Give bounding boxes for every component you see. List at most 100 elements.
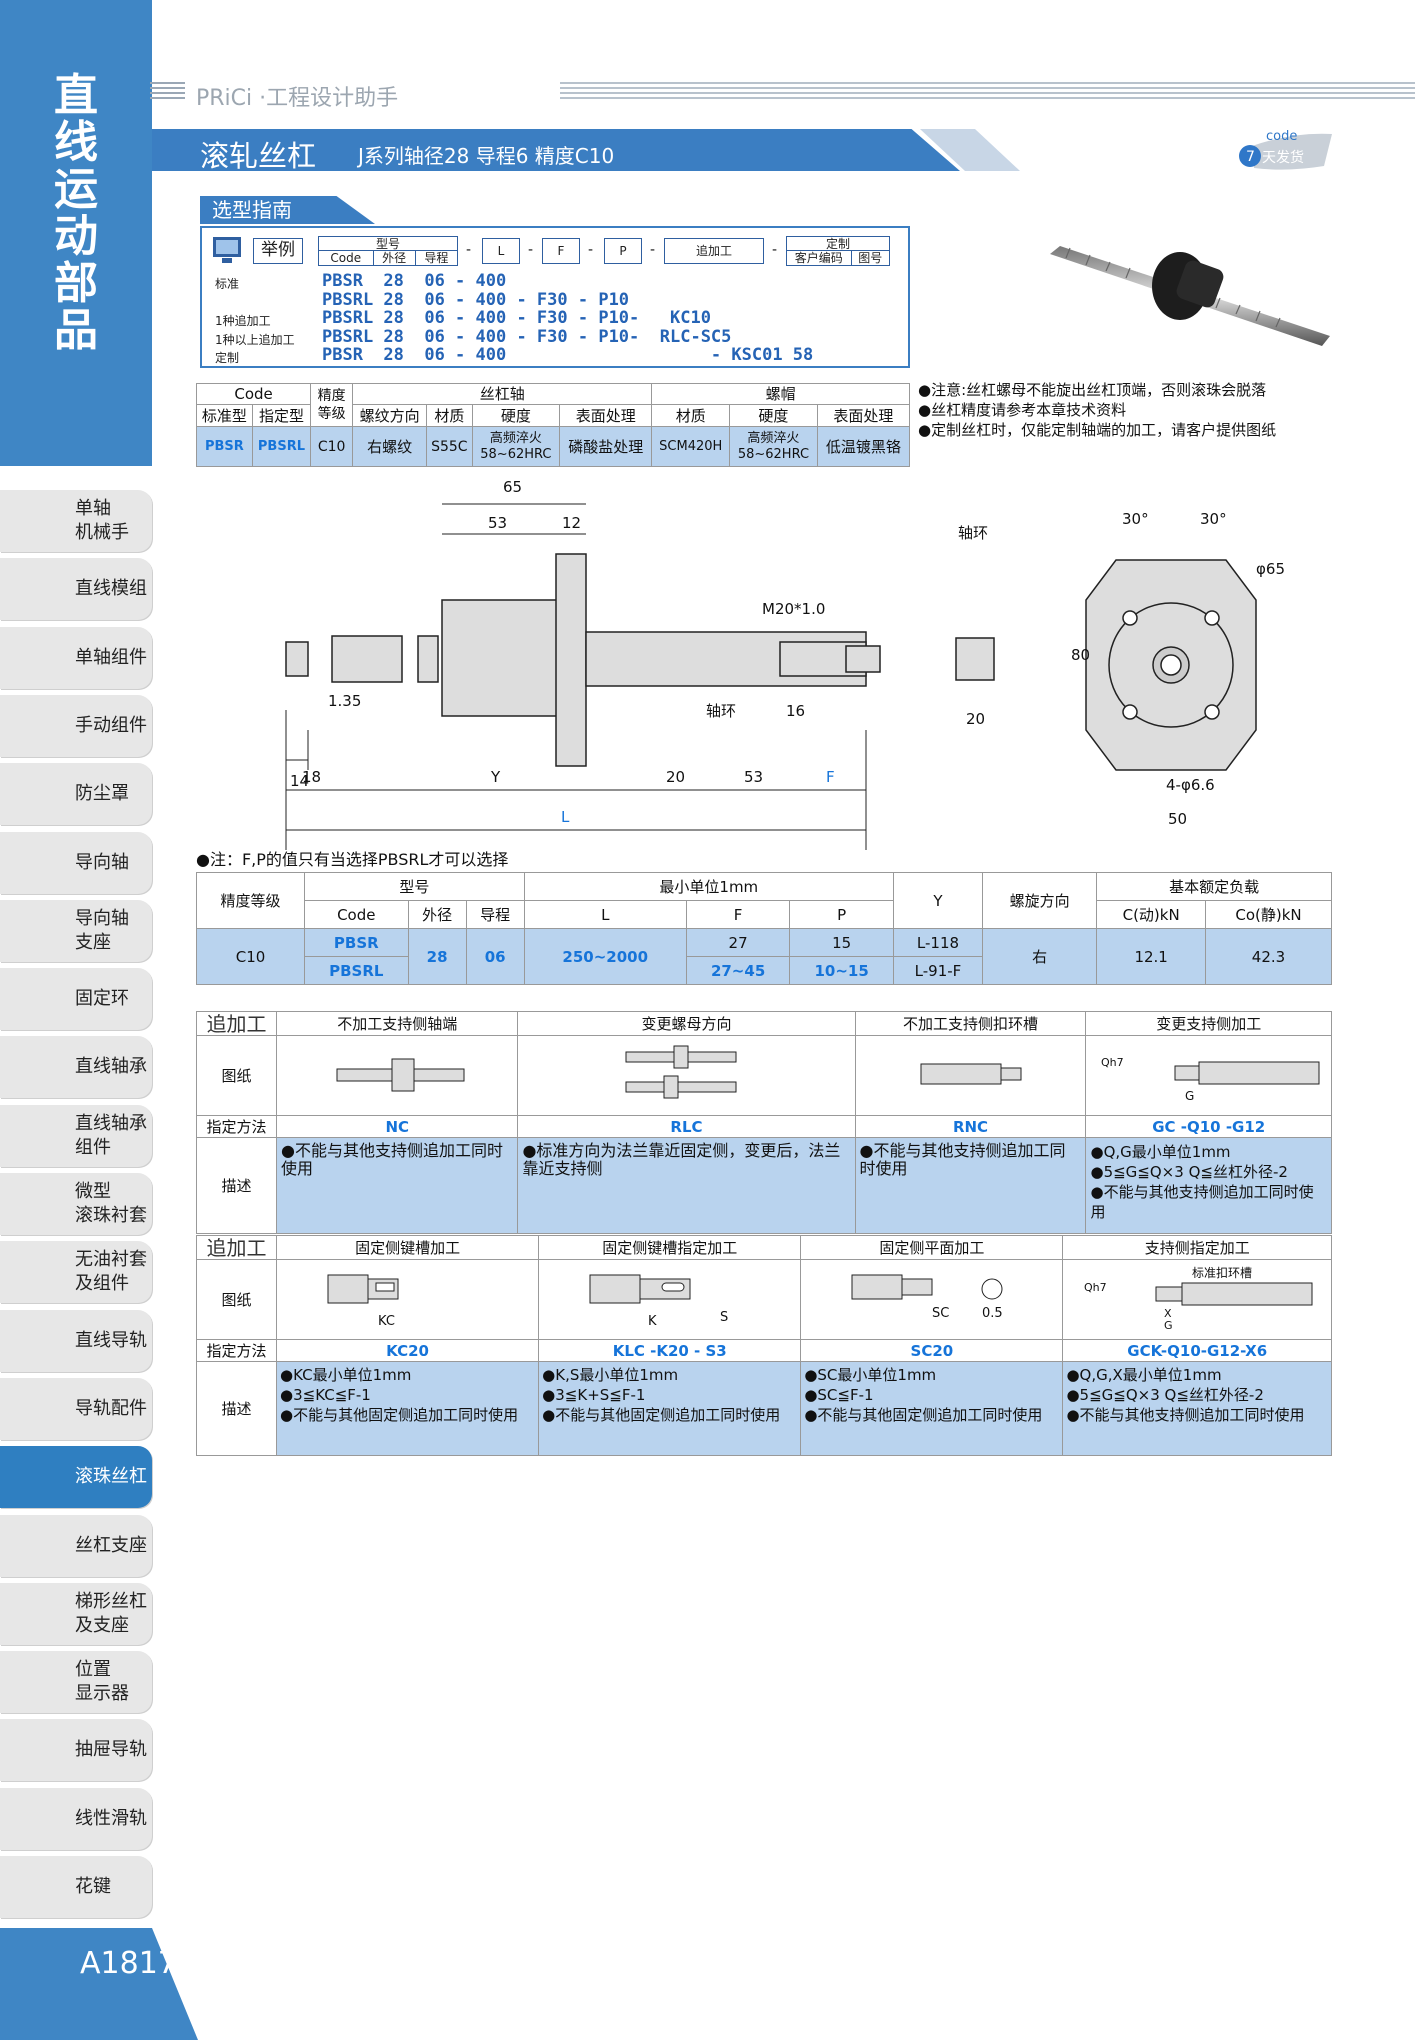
sidebar-footer-corner [152, 1928, 198, 2040]
desc-line: ●Q,G,X最小单位1mm [1066, 1366, 1222, 1384]
mt-y-spec: L-91-F [892, 956, 984, 985]
dim-l: L [561, 808, 570, 826]
sidebar-item[interactable]: 抽屉导轨 [0, 1719, 152, 1782]
spec-h-shaft: 丝杠轴 [352, 383, 653, 405]
sidebar-item[interactable]: 手动组件 [0, 694, 152, 757]
dim-f: F [826, 768, 835, 786]
badge-days: 7 [1246, 149, 1255, 165]
guide-row-code: PBSR 28 06 - 400 [322, 271, 507, 291]
fig-label-g: G [1164, 1319, 1173, 1331]
addon1-desc: ●标准方向为法兰靠近固定侧，变更后，法兰靠近支持侧 [517, 1137, 856, 1234]
mt-h-l: L [523, 900, 687, 929]
sidebar-item[interactable]: 防尘罩 [0, 763, 152, 826]
sidebar-item[interactable]: 导轨配件 [0, 1377, 152, 1440]
desc-line: ●KC最小单位1mm [280, 1366, 412, 1384]
addon-box: 追加工 [664, 238, 764, 264]
note-item: ●丝杠精度请参考本章技术资料 [918, 401, 1127, 419]
spec-h-code: Code [195, 383, 312, 405]
mt-h-model: 型号 [304, 872, 525, 901]
mt-od: 28 [407, 928, 467, 985]
custom-col-drawing: 图号 [858, 251, 883, 265]
guide-box [200, 226, 910, 368]
sidebar-item[interactable]: 单轴 机械手 [0, 490, 152, 552]
spec-table: Code 精度等级 丝杠轴 螺帽 标准型 指定型 螺纹方向 材质 硬度 表面处理… [195, 383, 911, 467]
addon1-desc-label: 描述 [196, 1137, 277, 1234]
mt-precision: C10 [196, 928, 305, 985]
l-box: L [482, 238, 520, 264]
spec-code-std: PBSR [196, 426, 253, 467]
addon1-desc: ●不能与其他支持侧追加工同时使用 [854, 1137, 1087, 1234]
mt-lead: 06 [465, 928, 525, 985]
spec-nmat: SCM420H [651, 426, 731, 467]
fig-label-g: G [1185, 1089, 1194, 1103]
dim-y: Y [490, 768, 501, 786]
fig-label-k: K [648, 1314, 657, 1329]
flange-angle-2: 30° [1200, 510, 1227, 528]
model-box: 型号 Code 外径 导程 [318, 236, 458, 266]
sidebar-item[interactable]: 直线轴承 [0, 1036, 152, 1099]
sidebar-item[interactable]: 固定环 [0, 968, 152, 1031]
mt-y-std: L-118 [892, 928, 984, 957]
desc-line: ●不能与其他支持侧追加工同时使用 [1066, 1406, 1305, 1424]
mt-code-std: PBSR [304, 928, 409, 957]
mt-f-std: 27 [685, 928, 791, 957]
sidebar-footer [0, 1928, 152, 2040]
title-char: 直 [54, 70, 98, 121]
mt-p-std: 15 [789, 928, 894, 957]
fig-label-q: Qh7 [1101, 1056, 1124, 1069]
header-rule [560, 82, 1415, 102]
addon2-desc: ●Q,G,X最小单位1mm●5≦G≦Q×3 Q≦丝杠外径-2●不能与其他支持侧追… [1062, 1361, 1332, 1456]
sidebar-item[interactable]: 直线导轨 [0, 1309, 152, 1372]
nut-body [1176, 260, 1224, 308]
model-col-code: Code [319, 251, 374, 265]
mt-h-f: F [685, 900, 791, 929]
fig-label-groove: 标准扣环槽 [1192, 1266, 1252, 1280]
addon2-method: KLC -K20 - S3 [538, 1339, 802, 1362]
sidebar-item[interactable]: 单轴组件 [0, 626, 152, 689]
desc-line: ●K,S最小单位1mm [542, 1366, 679, 1384]
title-char: 动 [54, 211, 98, 262]
sidebar-item[interactable]: 丝杠支座 [0, 1514, 152, 1577]
mt-h-precision: 精度等级 [196, 872, 305, 929]
dim-65: 65 [503, 478, 522, 496]
sidebar-title: 直 线 运 动 部 品 [0, 72, 152, 354]
desc-line: ●不能与其他支持侧追加工同时使用 [1090, 1183, 1314, 1221]
addon2-desc: ●K,S最小单位1mm ●3≦K+S≦F-1 ●不能与其他固定侧追加工同时使用 [538, 1361, 802, 1456]
title-char: 部 [54, 258, 98, 309]
addon1-fig-label: 图纸 [196, 1035, 277, 1116]
sidebar-item[interactable]: 无油衬套 及组件 [0, 1241, 152, 1304]
sidebar-item[interactable]: 线性滑轨 [0, 1787, 152, 1850]
sidebar-item[interactable]: 梯形丝杠 及支座 [0, 1582, 152, 1645]
technical-drawing: 65 53 12 14 18 Y 20 53 F L 16 轴环 1.35 M2… [285, 478, 1285, 850]
sidebar-item[interactable]: 滚珠丝杠 [0, 1446, 152, 1509]
sidebar-item[interactable]: 微型 滚珠衬套 [0, 1173, 152, 1235]
mt-h-dir: 螺旋方向 [982, 872, 1098, 929]
mt-p-spec: 10~15 [789, 956, 894, 985]
model-col-lead: 导程 [424, 251, 449, 265]
dim-20: 20 [666, 768, 685, 786]
dimension-lines [285, 503, 867, 850]
fig-label-x: X [1164, 1307, 1172, 1320]
desc-line: ●不能与其他固定侧追加工同时使用 [542, 1406, 781, 1424]
mt-h-c: C(动)kN [1096, 900, 1207, 929]
addon2-desc: ●KC最小单位1mm●3≦KC≦F-1●不能与其他固定侧追加工同时使用 [275, 1361, 540, 1456]
sidebar-item[interactable]: 直线轴承 组件 [0, 1104, 152, 1167]
spec-hard: 高频淬火 58~62HRC [471, 426, 561, 467]
addon1-method: RLC [517, 1115, 856, 1138]
sidebar-item[interactable]: 导向轴 [0, 831, 152, 894]
mt-h-co: Co(静)kN [1205, 900, 1332, 929]
sidebar-item[interactable]: 直线模组 [0, 558, 152, 621]
fig-label-s: S [720, 1310, 728, 1325]
days-circle [1239, 145, 1261, 167]
sidebar-item[interactable]: 导向轴 支座 [0, 899, 152, 962]
desc-line: ●3≦K+S≦F-1 [542, 1386, 646, 1404]
dim-16: 16 [786, 702, 805, 720]
dash: - [528, 242, 534, 258]
addon1-desc: ●不能与其他支持侧追加工同时使用 [275, 1137, 519, 1234]
guide-row-code: PBSRL 28 06 - 400 - F30 - P10 [322, 289, 630, 310]
mt-dir: 右 [982, 928, 1098, 985]
sidebar-item[interactable]: 位置 显示器 [0, 1651, 152, 1714]
sidebar-item[interactable]: 花键 [0, 1856, 152, 1918]
brand-text: PRiCi ·工程设计助手 [196, 86, 399, 111]
